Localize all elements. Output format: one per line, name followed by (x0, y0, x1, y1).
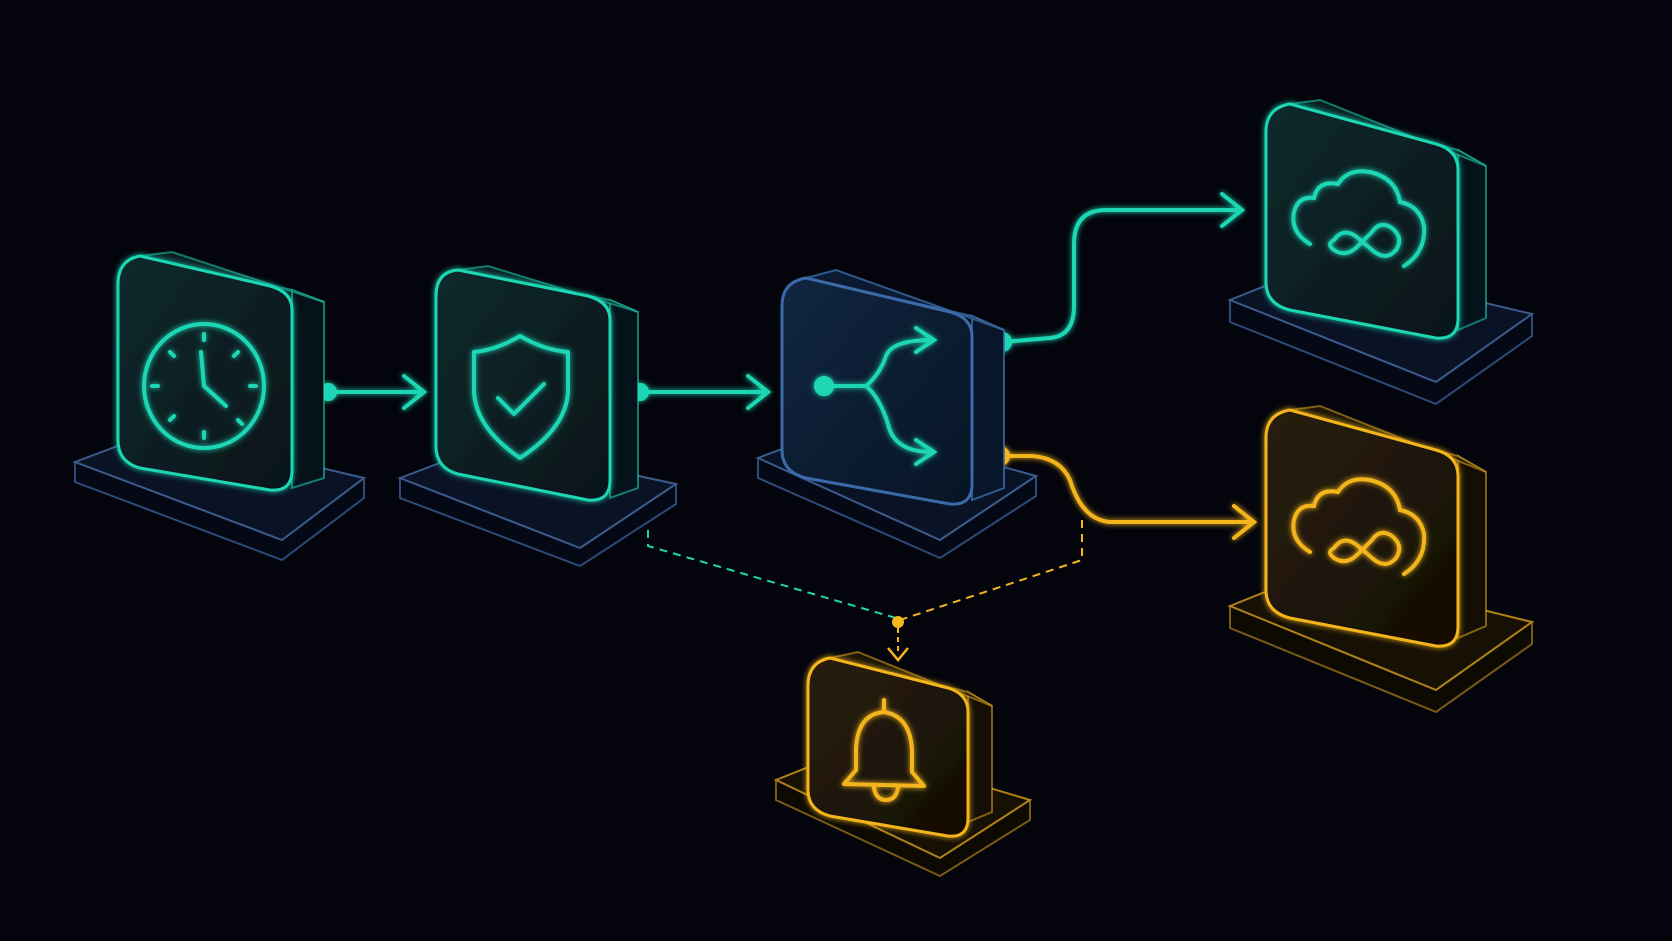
node-deploy-secondary[interactable] (1227, 404, 1535, 714)
branch-split-icon (814, 326, 938, 466)
node-router[interactable] (755, 268, 1039, 560)
bell-icon (842, 698, 926, 802)
edge-router-to-deploy-primary (992, 192, 1246, 352)
cloud-infinity-icon (1291, 169, 1427, 268)
edge-router-to-notify (887, 520, 1083, 662)
edge-validate-to-notify (647, 530, 897, 619)
node-deploy-primary[interactable] (1227, 98, 1535, 406)
node-validate[interactable] (397, 264, 679, 568)
edge-schedule-to-validate (319, 374, 428, 410)
edge-validate-to-router (631, 374, 772, 410)
shield-check-icon (472, 334, 570, 460)
node-schedule[interactable] (72, 250, 367, 562)
cloud-infinity-icon (1291, 477, 1427, 576)
clock-icon (142, 322, 266, 450)
node-notify[interactable] (773, 650, 1033, 878)
